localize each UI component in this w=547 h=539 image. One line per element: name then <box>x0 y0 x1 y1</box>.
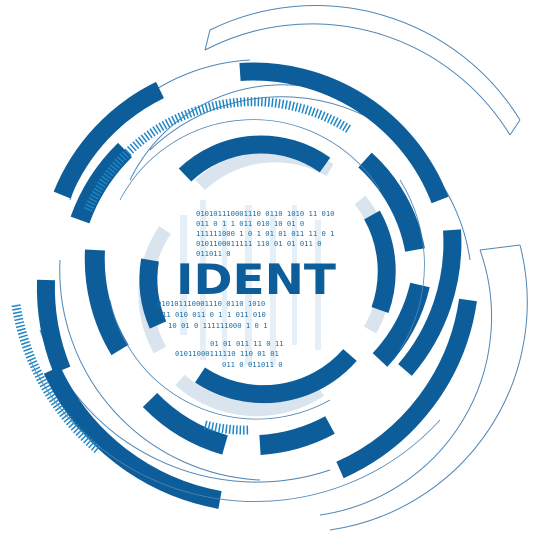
binary-line: 010101110001110 0110 1010 <box>157 299 265 308</box>
binary-line: 011 0 1 1 011 010 10 01 0 <box>196 219 304 228</box>
binary-line: 01 01 011 11 0 11 <box>210 339 284 348</box>
binary-line: 111111000 1 0 1 01 01 011 11 0 1 <box>196 229 334 238</box>
logo-title: IDENT <box>176 255 336 304</box>
outer-dark-arcs <box>36 62 477 509</box>
binary-top: 010101110001110 0110 1010 11 010 011 0 1… <box>196 209 334 258</box>
binary-line: 10 01 0 111111000 1 0 1 <box>168 321 268 330</box>
inner-ring <box>139 135 396 404</box>
outer-thin-arcs <box>39 5 528 531</box>
binary-line: 0101100011111 110 01 01 011 0 <box>196 239 322 248</box>
light-columns <box>180 200 321 365</box>
binary-line: 011011 0 <box>196 249 231 258</box>
binary-line: 011 0 011011 0 <box>222 360 283 369</box>
binary-line: 11 010 011 0 1 1 011 010 <box>162 310 266 319</box>
binary-bottom: 010101110001110 0110 1010 11 010 011 0 1… <box>157 299 284 369</box>
inner-thin-lines <box>29 119 441 502</box>
binary-line: 01011000111110 110 01 01 <box>175 349 279 358</box>
binary-line: 010101110001110 0110 1010 11 010 <box>196 209 334 218</box>
mid-dark-arcs <box>70 142 430 455</box>
